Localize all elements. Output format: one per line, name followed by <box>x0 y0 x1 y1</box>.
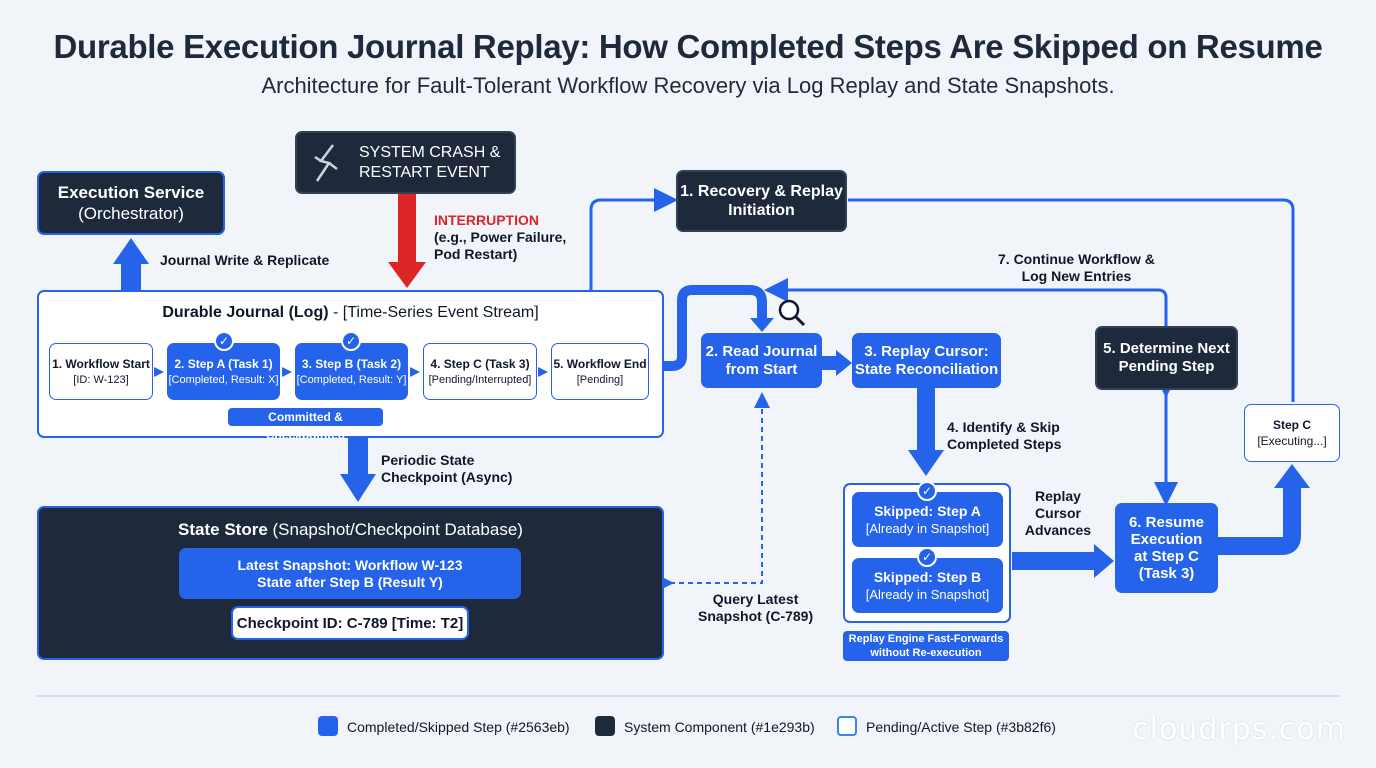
skipped-step-b: Skipped: Step B[Already in Snapshot] <box>852 558 1003 613</box>
legend-swatch-completed <box>318 716 338 736</box>
committed-badge: Committed & Checkpointed <box>228 408 383 442</box>
journal-to-read-line <box>664 285 767 371</box>
legend-label-completed: Completed/Skipped Step (#2563eb) <box>347 719 570 735</box>
journal-to-recovery-line <box>589 188 678 290</box>
checkpoint-arrow <box>340 438 376 502</box>
skipped-step-a: Skipped: Step A[Already in Snapshot] <box>852 492 1003 547</box>
step-c-executing-node: Step C[Executing...] <box>1244 404 1340 462</box>
page-subtitle: Architecture for Fault-Tolerant Workflow… <box>261 73 1115 98</box>
journal-step-1: 1. Workflow Start[ID: W-123] <box>49 343 153 400</box>
query-snapshot-line <box>658 392 770 591</box>
continue-workflow-label: 7. Continue Workflow &Log New Entries <box>998 251 1155 284</box>
page-title: Durable Execution Journal Replay: How Co… <box>53 28 1323 65</box>
replay-cursor-node: 3. Replay Cursor:State Reconciliation <box>852 333 1001 388</box>
magnifier-icon <box>777 298 807 333</box>
legend-swatch-system <box>595 716 615 736</box>
resume-to-stepc-line <box>1218 484 1301 555</box>
journal-step-arrows <box>154 367 548 377</box>
check-icon: ✓ <box>917 547 937 567</box>
check-icon: ✓ <box>341 331 361 351</box>
recovery-to-stepc-line <box>848 198 1295 402</box>
journal-write-arrow <box>113 238 149 292</box>
crash-line-2: RESTART EVENT <box>359 163 490 181</box>
journal-step-4: 4. Step C (Task 3)[Pending/Interrupted] <box>423 343 537 400</box>
legend-label-system: System Component (#1e293b) <box>624 719 815 735</box>
crash-line-1: SYSTEM CRASH & <box>359 143 501 161</box>
execution-service-sub: (Orchestrator) <box>78 204 184 223</box>
execution-service-name: Execution Service <box>57 183 205 202</box>
check-icon: ✓ <box>214 331 234 351</box>
legend-swatch-pending <box>837 716 857 736</box>
journal-step-2: 2. Step A (Task 1)[Completed, Result: X] <box>167 343 280 400</box>
interruption-arrow <box>388 194 426 288</box>
legend-label-pending: Pending/Active Step (#3b82f6) <box>866 719 1056 735</box>
lightning-icon <box>311 143 345 183</box>
journal-title: Durable Journal (Log) - [Time-Series Eve… <box>162 304 539 321</box>
journal-step-3: 3. Step B (Task 2)[Completed, Result: Y] <box>295 343 408 400</box>
system-crash-node: SYSTEM CRASH & RESTART EVENT <box>295 131 516 194</box>
watermark: cloudrps.com <box>1132 712 1346 747</box>
journal-step-5: 5. Workflow End[Pending] <box>551 343 649 400</box>
check-icon: ✓ <box>917 481 937 501</box>
continue-workflow-line <box>764 278 1168 326</box>
state-store-title: State Store (Snapshot/Checkpoint Databas… <box>178 520 523 539</box>
interruption-label: INTERRUPTION (e.g., Power Failure, Pod R… <box>434 212 567 262</box>
journal-write-label: Journal Write & Replicate <box>160 252 330 268</box>
execution-service-node: Execution Service (Orchestrator) <box>37 171 225 235</box>
checkpoint-id-box: Checkpoint ID: C-789 [Time: T2] <box>231 606 469 640</box>
